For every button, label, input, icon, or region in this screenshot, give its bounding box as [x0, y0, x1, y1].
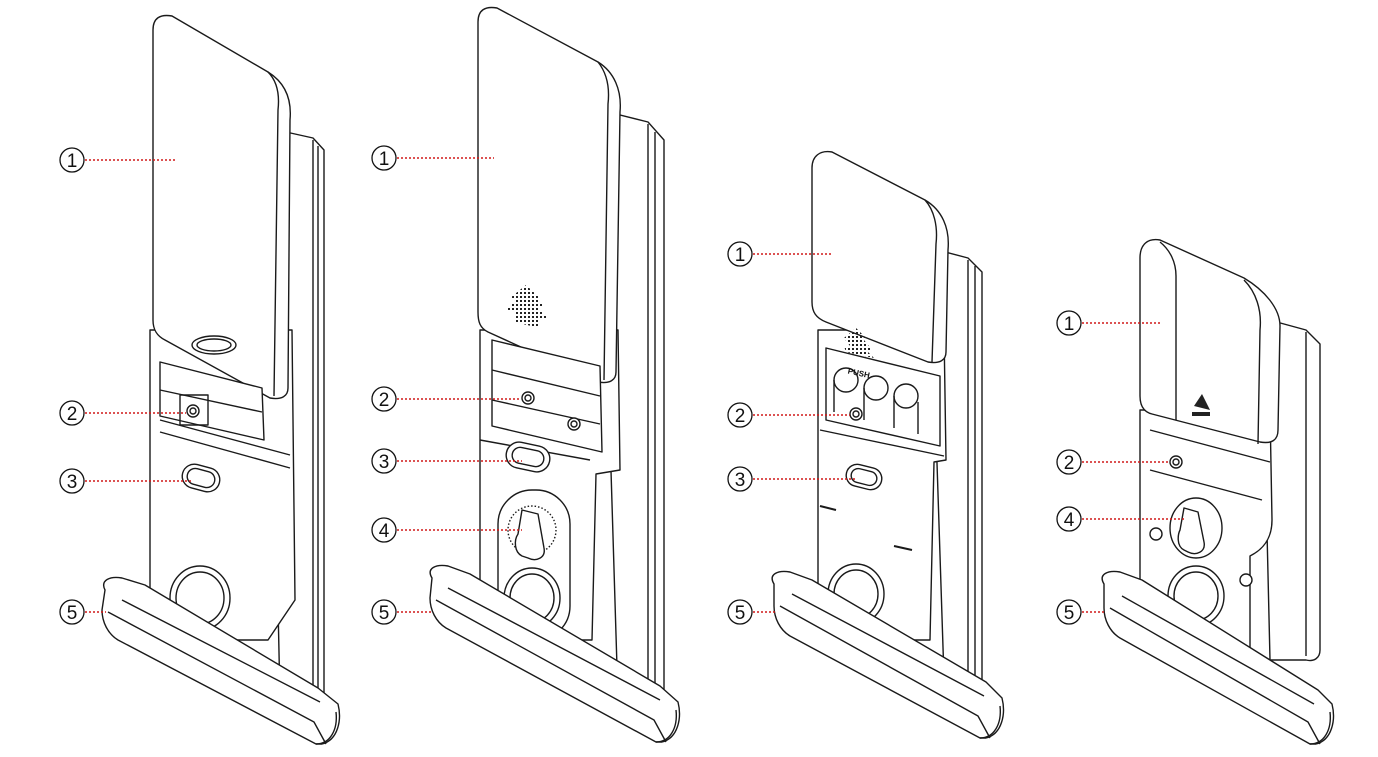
callout-marker [1056, 506, 1082, 532]
callout-marker [727, 599, 753, 625]
callout-number: 5 [67, 603, 78, 624]
handle [101, 576, 341, 745]
lock-figure-d [1101, 238, 1335, 745]
callout-number: 1 [379, 149, 390, 170]
callout-marker [727, 466, 753, 492]
handle [429, 564, 681, 743]
callout-marker [59, 400, 85, 426]
button-secondary [567, 417, 581, 431]
callout-marker [59, 599, 85, 625]
callout-number: 3 [67, 472, 78, 493]
callout-number: 5 [735, 603, 746, 624]
button [521, 391, 535, 405]
callout-number: 5 [379, 603, 390, 624]
release-slot [505, 441, 551, 473]
cover [1139, 238, 1281, 444]
callout-number: 2 [735, 406, 746, 427]
push-arrow-icon [844, 328, 874, 358]
callout-number: 5 [1064, 603, 1075, 624]
callout-number: 3 [735, 470, 746, 491]
callouts-figure-b: 1 2 3 4 5 [371, 145, 522, 625]
callout-marker [371, 517, 397, 543]
callout-number: 2 [379, 390, 390, 411]
callout-marker [1056, 449, 1082, 475]
callout-number: 1 [67, 151, 78, 172]
handle [771, 570, 1005, 739]
mount-screw [1149, 527, 1163, 541]
callout-marker [371, 145, 397, 171]
callouts-figure-d: 1 2 4 5 [1056, 310, 1184, 625]
callout-marker [59, 468, 85, 494]
callouts-figure-c: 1 2 3 5 [727, 241, 856, 625]
callout-marker [1056, 310, 1082, 336]
cover [811, 150, 949, 364]
thumb-turn [514, 509, 545, 561]
button [849, 407, 863, 421]
callout-number: 1 [1064, 314, 1075, 335]
back-plate-edge [312, 140, 319, 706]
callout-number: 4 [1064, 510, 1075, 531]
mount-screw [1239, 573, 1253, 587]
cover-edge [267, 71, 280, 397]
callouts-figure-a: 1 2 3 5 [59, 147, 192, 625]
release-slot [181, 463, 221, 493]
push-arrow-icon [506, 285, 548, 328]
callout-number: 1 [735, 245, 746, 266]
callout-marker [1056, 599, 1082, 625]
button [186, 404, 200, 418]
callout-marker [727, 402, 753, 428]
thumb-turn [1177, 507, 1205, 555]
release-slot [845, 463, 883, 491]
callout-number: 3 [379, 452, 390, 473]
callout-marker [371, 599, 397, 625]
cover [152, 14, 291, 400]
callout-number: 2 [1064, 453, 1075, 474]
lock-figure-c: PUSH [771, 150, 1005, 739]
eject-icon [1194, 394, 1210, 410]
lock-figure-b [429, 6, 681, 743]
callout-marker [371, 386, 397, 412]
callout-marker [59, 147, 85, 173]
cover [477, 6, 621, 384]
callout-marker [371, 448, 397, 474]
callout-number: 4 [379, 521, 390, 542]
callout-marker [727, 241, 753, 267]
callout-number: 2 [67, 404, 78, 425]
lock-figure-a [101, 14, 341, 745]
handle [1101, 570, 1335, 745]
button [1169, 455, 1183, 469]
